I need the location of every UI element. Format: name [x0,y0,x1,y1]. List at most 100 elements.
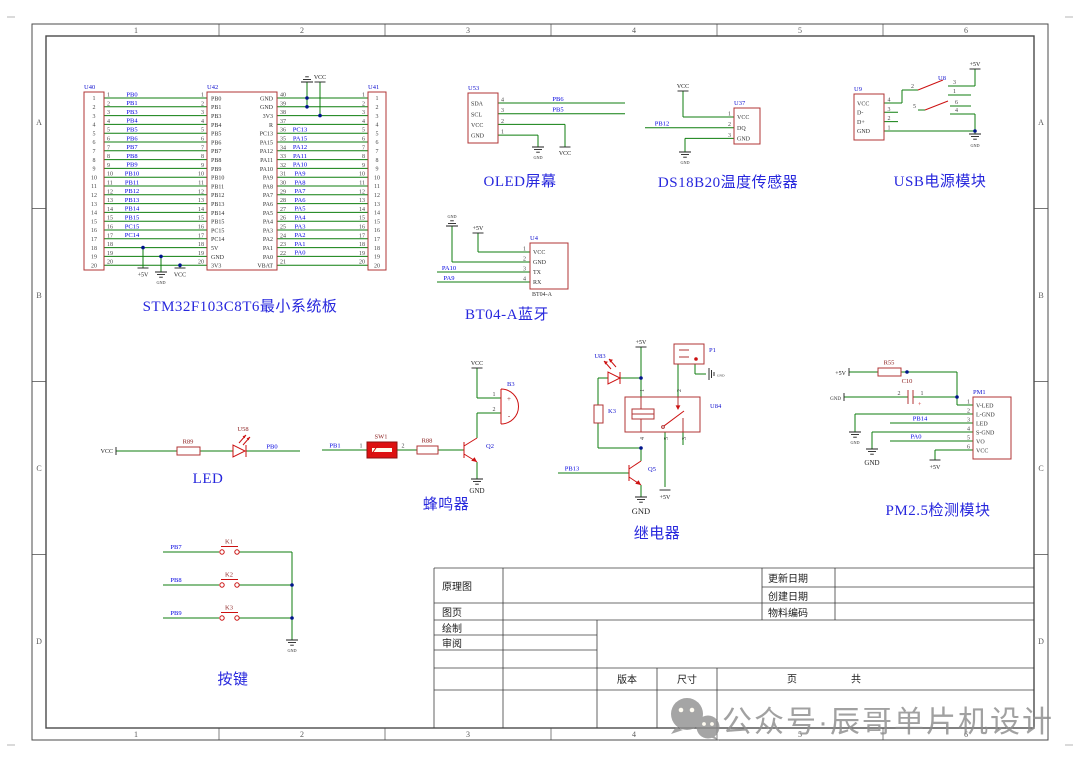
zone-letter: B [36,291,41,300]
wire-number: 20 [359,260,365,266]
gnd-label: GND [287,648,296,653]
vcc-label: VCC [677,84,689,90]
net-label: PB1 [329,443,340,450]
net-label: PB14 [125,206,140,213]
mcu-right-net-labels: PC13PA15PA12PA11PA10PA9PA8PA7PA6PA5PA4PA… [293,127,307,257]
buzzer-section: PB1 1 SW1 2 R88 Q2 VCC B3 1 2 + - GND 蜂鸣… [322,361,519,513]
u41-pin: 20 [374,263,380,269]
net-label: PB13 [125,197,139,204]
gnd-symbol [470,478,484,485]
u42-pin-name: PB12 [211,193,224,199]
u42-pin-name: PA7 [263,193,273,199]
switch-pin: 6 [955,100,958,106]
pm1-pin-name: VO [976,439,985,445]
wire-number: 6 [107,137,110,143]
net-label: PA10 [442,265,456,272]
u42-pin-number: 7 [201,145,204,151]
u42-pin-number: 24 [280,233,286,239]
wire-number: 17 [359,233,365,239]
wire-number: 6 [362,137,365,143]
gnd-label: GND [632,506,650,516]
oled-pin-number: 2 [501,119,504,125]
corner-marks [7,16,1073,746]
u42-pin-number: 34 [280,145,286,151]
vcc-label: VCC [471,361,483,367]
wire-number: 12 [359,189,365,195]
u42-pin-number: 20 [198,260,204,266]
gnd-label: GND [469,487,484,495]
u42-pin-name: R [269,123,273,129]
u42-pin-name: PA3 [263,228,273,234]
ds18b20-pin-number: 2 [728,122,731,128]
wire-number: 5 [362,128,365,134]
wire-number: 8 [107,154,110,160]
u53-oled [467,92,499,144]
u42-pin-number: 29 [280,189,286,195]
zone-letter: A [36,118,42,127]
wire-number: 2 [107,101,110,107]
u42-pin-name: GND [260,105,274,111]
usb-title: USB电源模块 [894,173,987,190]
wire-number: 8 [362,154,365,160]
tb-reviewed: 审阅 [442,637,462,650]
zone-number: 2 [300,730,304,739]
u42-pin-number: 30 [280,181,286,187]
gnd-label: GND [717,374,725,378]
gnd-symbol [968,133,982,140]
u42-pin-name: PA9 [263,176,273,182]
plus5-label: +5V [970,62,981,68]
net-label: PA3 [295,223,306,230]
u9-pin-name: GND [857,129,871,135]
buzzer-pin: 2 [493,407,496,413]
bt-title: BT04-A蓝牙 [465,306,549,323]
u41-pin: 14 [374,211,380,217]
gnd-symbol [848,431,862,438]
u40-ref: U40 [84,84,95,91]
u41-connector [367,91,387,271]
u41-pin: 16 [374,228,380,234]
title-block: 原理图 图页 绘制 审阅 更新日期 创建日期 物料编码 版本 尺寸 页 共 [433,567,1034,728]
u42-pin-name: PB13 [211,202,224,208]
plus5-label: +5V [473,226,484,232]
u42-pin-name: VBAT [257,264,273,270]
gnd-symbol [865,448,879,455]
u42-pin-number: 1 [201,93,204,99]
key-ref: K1 [225,539,233,546]
bt-pin-number: 4 [523,277,526,283]
tb-material: 物料编码 [768,607,808,620]
u41-pin: 19 [374,255,380,261]
u40-pin: 6 [93,140,96,146]
u41-pin: 12 [374,193,380,199]
p1-ref: P1 [709,347,716,354]
plus5-label: +5V [636,340,647,346]
gnd-label: GND [533,155,542,160]
bt-part-name: BT04-A [532,292,553,298]
pm1-pin-number: 1 [967,400,970,406]
k3-resistor [593,404,604,424]
u42-pin-name: PA12 [260,149,273,155]
vcc-label: VCC [314,75,326,81]
u42-pin-number: 28 [280,198,286,204]
pm1-pin-number: 6 [967,445,970,451]
u42-pin-number: 4 [201,119,204,125]
u42-pin-number: 5 [201,128,204,134]
wire-number: 1 [362,93,365,99]
u42-pin-number: 38 [280,110,286,116]
u42-pin-number: 21 [280,260,286,266]
u40-pin: 11 [91,184,97,190]
u40-pin: 14 [91,211,97,217]
pm1-ref: PM1 [973,389,986,396]
zone-number: 6 [964,730,968,739]
u9-pin-name: VCC [857,101,869,107]
u84-ref: U84 [710,403,722,410]
u42-pin-number: 3 [201,110,204,116]
